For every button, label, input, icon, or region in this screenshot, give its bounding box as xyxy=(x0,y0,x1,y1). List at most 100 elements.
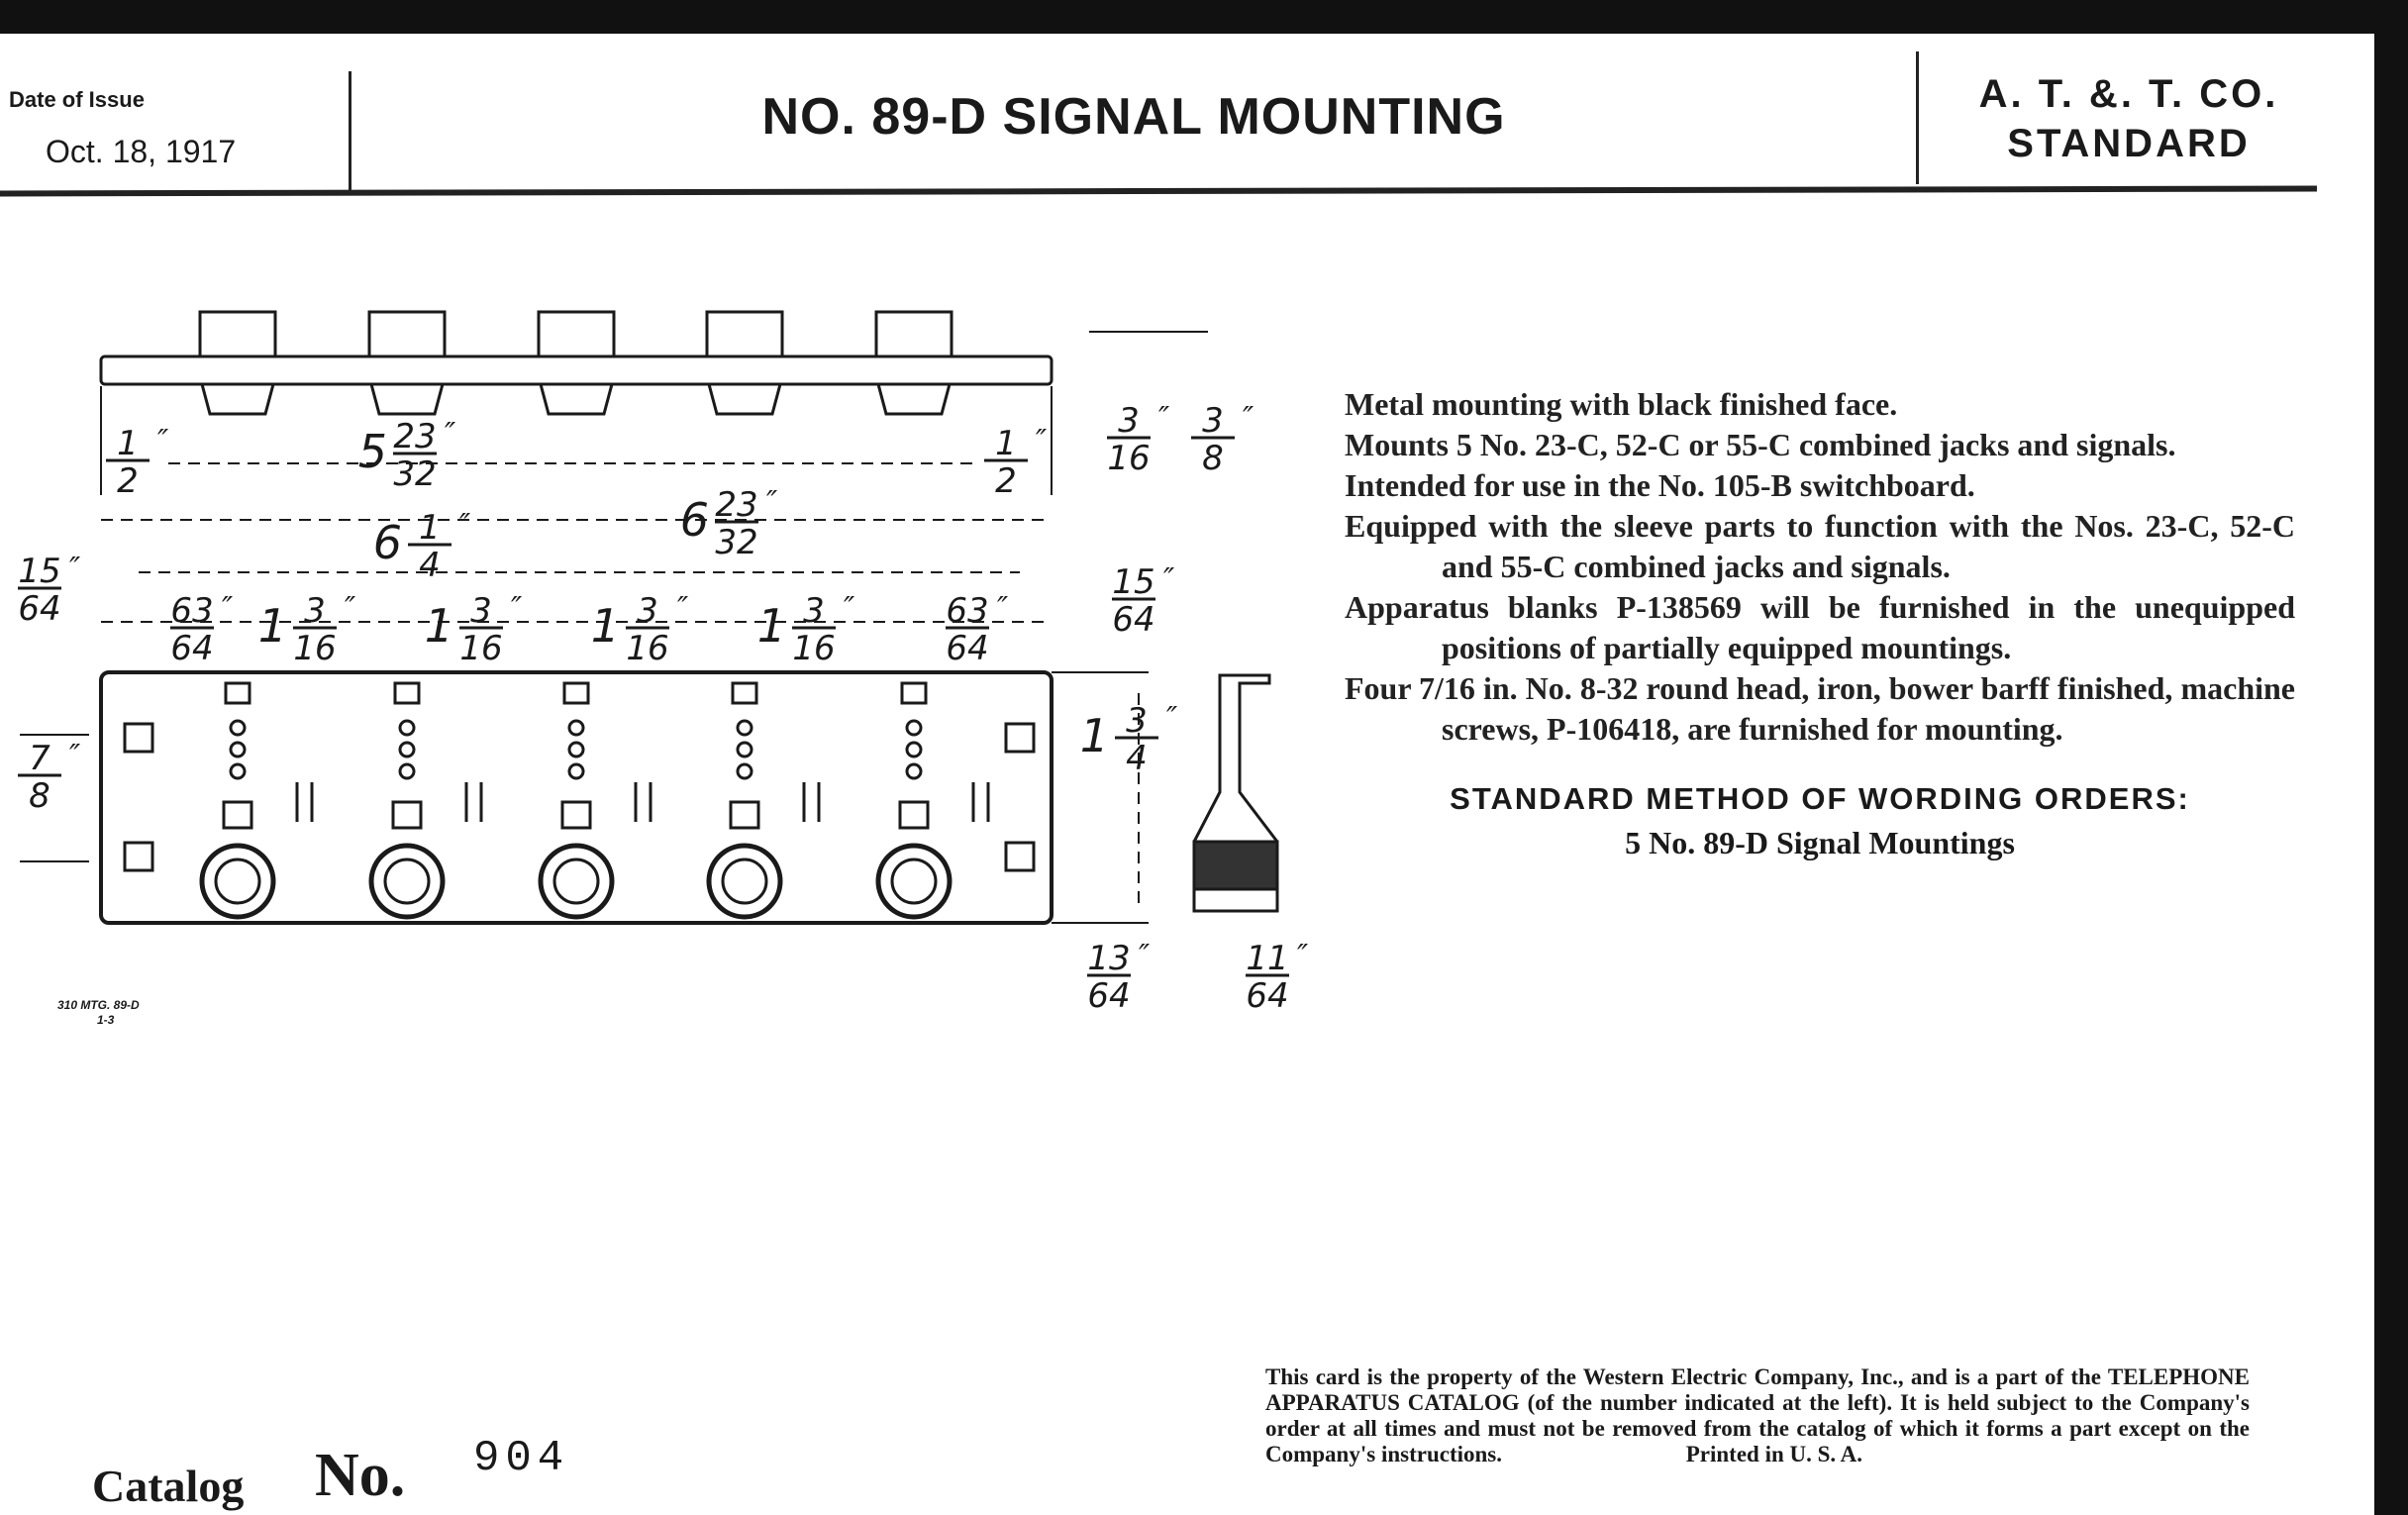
rivet-icon xyxy=(229,762,247,780)
dimension-denominator: 64 xyxy=(1087,976,1130,1016)
top-view-jack-block xyxy=(705,310,784,358)
top-view-jack-block xyxy=(367,310,447,358)
inch-mark: ″ xyxy=(445,417,456,452)
jack-hole-icon xyxy=(383,858,431,905)
dimension-denominator: 32 xyxy=(715,523,757,562)
dimension-denominator: 64 xyxy=(946,629,988,668)
dimension-whole: 6 xyxy=(373,516,402,569)
dimension-numerator: 3 xyxy=(470,591,492,631)
inch-mark: ″ xyxy=(766,485,778,520)
inch-mark: ″ xyxy=(677,591,689,626)
inch-mark: ″ xyxy=(1158,401,1170,436)
dimension-denominator: 2 xyxy=(117,461,139,501)
drawing-code-line2: 1-3 xyxy=(97,1013,115,1027)
dimension-denominator: 8 xyxy=(1202,439,1224,478)
rivet-icon xyxy=(398,719,416,737)
notice-text: This card is the property of the Western… xyxy=(1265,1364,2250,1466)
inch-mark: ″ xyxy=(1243,401,1254,436)
dimension-numerator: 3 xyxy=(1118,401,1140,441)
dimension-numerator: 3 xyxy=(1202,401,1224,441)
dimension-denominator: 4 xyxy=(1126,739,1148,778)
standard-label: STANDARD xyxy=(2007,122,2251,165)
dimension-denominator: 2 xyxy=(995,461,1017,501)
description-line: Mounts 5 No. 23-C, 52-C or 55-C combined… xyxy=(1345,427,2176,462)
dimension-numerator: 63 xyxy=(170,591,213,631)
top-view-jack-sleeve xyxy=(200,382,275,416)
top-view-jack-sleeve xyxy=(539,382,614,416)
property-notice: This card is the property of the Western… xyxy=(1265,1364,2250,1467)
inch-mark: ″ xyxy=(1036,424,1048,458)
company-name: A. T. &. T. CO. xyxy=(1978,72,2279,116)
square-hole-icon xyxy=(560,800,592,830)
dimension-numerator: 1 xyxy=(995,424,1017,463)
dimension-whole: 5 xyxy=(358,425,387,478)
jack-hole-icon xyxy=(890,858,938,905)
rivet-icon xyxy=(229,719,247,737)
description: Metal mounting with black finished face.… xyxy=(1345,384,2295,750)
rivet-icon xyxy=(736,741,753,758)
dimension-label: 316″ xyxy=(1107,401,1170,478)
dimension-whole: 1 xyxy=(258,599,287,653)
jack-hole-icon xyxy=(721,858,768,905)
dimension-label: 12 ″ xyxy=(984,424,1048,501)
company-standard: A. T. &. T. CO. STANDARD xyxy=(1921,69,2337,168)
mounting-screw-hole-icon xyxy=(1004,841,1036,872)
dimension-numerator: 3 xyxy=(304,591,326,631)
dimension-denominator: 16 xyxy=(626,629,668,668)
top-view-jack-block xyxy=(874,310,953,358)
jack-ring-icon xyxy=(875,843,953,920)
dimension-denominator: 32 xyxy=(393,454,436,494)
jack-hole-icon xyxy=(214,858,261,905)
square-hole-icon xyxy=(898,800,930,830)
dimension-numerator: 11 xyxy=(1246,939,1288,978)
dimension-numerator: 1 xyxy=(117,424,139,463)
dimension-denominator: 64 xyxy=(170,629,213,668)
description-block: Metal mounting with black finished face.… xyxy=(1345,384,2295,862)
front-view-plate xyxy=(99,670,1054,925)
top-view-jack-sleeve xyxy=(876,382,952,416)
jack-ring-icon xyxy=(368,843,446,920)
mounting-screw-hole-icon xyxy=(1004,722,1036,754)
dimension-denominator: 64 xyxy=(1246,976,1288,1016)
inch-mark: ″ xyxy=(1297,939,1309,973)
signal-lamp-icon xyxy=(224,681,251,705)
inch-mark: ″ xyxy=(1163,562,1175,597)
signal-lamp-icon xyxy=(393,681,421,705)
inch-mark: ″ xyxy=(222,591,234,626)
description-line: Metal mounting with black finished face. xyxy=(1345,386,1898,422)
inch-mark: ″ xyxy=(459,508,471,543)
rivet-icon xyxy=(736,762,753,780)
date-of-issue-value: Oct. 18, 1917 xyxy=(46,134,237,169)
date-of-issue-label: Date of Issue xyxy=(9,87,145,112)
inch-mark: ″ xyxy=(511,591,523,626)
catalog-number: 904 xyxy=(473,1434,570,1483)
top-view-jack-block xyxy=(198,310,277,358)
dimension-whole: 1 xyxy=(1080,709,1109,762)
inch-mark: ″ xyxy=(69,552,81,586)
rivet-icon xyxy=(567,719,585,737)
dimension-numerator: 3 xyxy=(803,591,825,631)
description-line: Intended for use in the No. 105-B switch… xyxy=(1345,467,1975,503)
rivet-icon xyxy=(567,762,585,780)
extension-lines xyxy=(20,331,1208,924)
dimension-denominator: 16 xyxy=(1107,439,1150,478)
rivet-icon xyxy=(905,741,923,758)
top-view-jack-sleeve xyxy=(707,382,782,416)
jack-hole-icon xyxy=(552,858,600,905)
mounting-screw-hole-icon xyxy=(123,841,154,872)
catalog-label: Catalog xyxy=(92,1461,245,1511)
dimension-numerator: 23 xyxy=(715,485,757,525)
drawing-code: 310 MTG. 89-D 1-3 xyxy=(57,998,140,1028)
dimension-denominator: 64 xyxy=(1112,600,1154,640)
wording-heading: STANDARD METHOD OF WORDING ORDERS: xyxy=(1450,781,2190,816)
dimension-numerator: 23 xyxy=(393,417,436,456)
